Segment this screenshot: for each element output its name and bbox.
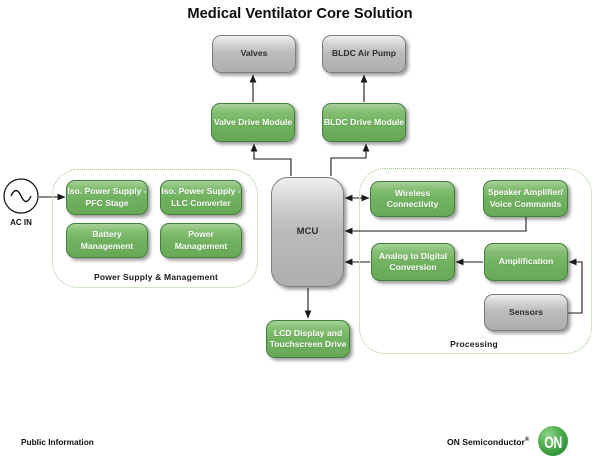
node-mcu: MCU [271, 177, 344, 287]
classification-label: Public Information [21, 437, 94, 447]
registered-mark: ® [524, 437, 530, 444]
group-label-processing: Processing [450, 339, 498, 349]
node-amplification: Amplification [484, 243, 568, 281]
node-iso-power-supply-llc-converter: Iso. Power Supply -LLC Converter [160, 180, 242, 215]
ac-in-label: AC IN [10, 218, 32, 227]
ac-source-icon [3, 178, 39, 214]
on-semiconductor-logo-icon: ON [538, 426, 568, 456]
node-iso-power-supply-pfc-stage: Iso. Power Supply -PFC Stage [66, 180, 148, 215]
node-bldc-air-pump: BLDC Air Pump [322, 35, 406, 73]
brand-wordmark: ON Semiconductor® [447, 437, 530, 447]
group-power-supply-management [52, 169, 258, 288]
node-sensors: Sensors [484, 294, 568, 331]
connector-mcu-to-bldc-drive [330, 143, 370, 176]
group-label-power-supply-management: Power Supply & Management [93, 272, 219, 282]
node-bldc-drive-module: BLDC Drive Module [322, 103, 406, 142]
connector-mcu-to-valve-drive [250, 143, 292, 176]
connector-speaker-to-mcu [344, 217, 527, 235]
node-valve-drive-module: Valve Drive Module [211, 103, 295, 142]
node-speaker-amplifier-voice-commands: Speaker Amplifier/Voice Commands [483, 180, 568, 217]
connector-sensors-to-amplification [568, 258, 583, 314]
group-processing [359, 168, 592, 354]
node-valves: Valves [212, 35, 296, 73]
diagram-title: Medical Ventilator Core Solution [187, 6, 413, 22]
